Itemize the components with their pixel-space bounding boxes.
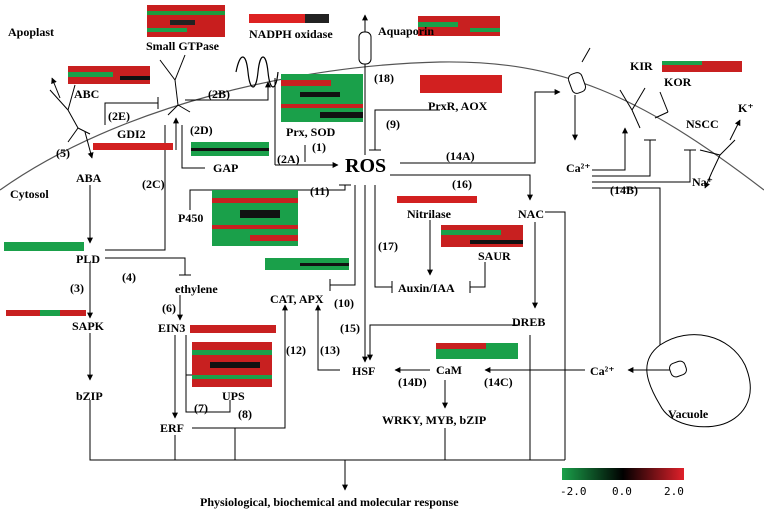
aba-label: ABA [76, 171, 102, 185]
wrky-myb-bzip-label: WRKY, MYB, bZIP [382, 413, 487, 427]
step-10: (10) [334, 296, 354, 310]
vacuole-label: Vacuole [668, 407, 709, 421]
color-scale-bar [562, 468, 684, 480]
na-ion-label: Na⁺ [692, 175, 713, 189]
pld-label: PLD [76, 252, 100, 266]
saur-label: SAUR [478, 249, 511, 263]
heatmap-saur [441, 225, 523, 247]
heatmap-cam [436, 343, 518, 359]
step-3: (3) [70, 281, 84, 295]
aquaporin-channel-icon [358, 14, 372, 155]
heatmap-nadph-oxidase [249, 14, 329, 23]
ethylene-label: ethylene [175, 282, 218, 296]
step-14d: (14D) [398, 375, 427, 389]
heatmap-gdi2 [93, 143, 173, 150]
prxr-aox-label: PrxR, AOX [428, 99, 488, 113]
step-2c: (2C) [142, 177, 165, 191]
nscc-channel-icon [699, 139, 736, 173]
heatmap-aquaporin [418, 16, 500, 36]
nac-label: NAC [518, 207, 544, 221]
heatmap-ein3 [190, 325, 276, 333]
abc-label: ABC [74, 87, 100, 101]
step-4: (4) [122, 270, 136, 284]
step-5: (5) [56, 146, 70, 160]
step-1: (1) [312, 140, 326, 154]
prx-sod-label: Prx, SOD [286, 125, 336, 139]
heatmap-cat-apx [265, 258, 349, 270]
nadph-oxidase-label: NADPH oxidase [249, 27, 333, 41]
bzip-left-label: bZIP [76, 389, 103, 403]
heatmap-prxr-aox [420, 75, 502, 93]
calcium-vacuole-label: Ca²⁺ [590, 364, 615, 378]
apoplast-label: Apoplast [8, 25, 55, 39]
step-7: (7) [194, 401, 208, 415]
ups-label: UPS [222, 389, 245, 403]
heatmap-abc [68, 66, 150, 84]
kir-label: KIR [630, 59, 653, 73]
heatmap-nitrilase [397, 196, 477, 203]
cam-label: CaM [436, 363, 462, 377]
kir-kor-channel-icon [619, 87, 669, 129]
gap-label: GAP [213, 161, 239, 175]
heatmap-small-gtpase [147, 5, 225, 37]
step-14b: (14B) [610, 183, 638, 197]
step-11: (11) [310, 184, 330, 198]
step-9: (9) [386, 117, 400, 131]
step-12: (12) [286, 343, 306, 357]
step-2e: (2E) [108, 109, 130, 123]
step-14c: (14C) [484, 375, 513, 389]
step-16: (16) [452, 177, 472, 191]
heatmap-gap [191, 142, 269, 156]
ros-label: ROS [345, 155, 387, 177]
erf-label: ERF [160, 421, 184, 435]
nadph-oxidase-coil-icon [235, 56, 279, 88]
heatmap-prx-sod [281, 74, 363, 122]
p450-label: P450 [178, 211, 204, 225]
small-gtpase-receptor-icon [159, 54, 191, 116]
step-6: (6) [162, 301, 176, 315]
heatmap-sapk [6, 310, 86, 316]
aquaporin-label: Aquaporin [378, 24, 435, 38]
heatmap-kir-kor [662, 61, 742, 72]
step-14a: (14A) [446, 149, 475, 163]
ein3-label: EIN3 [158, 321, 186, 335]
nitrilase-label: Nitrilase [407, 207, 451, 221]
step-13: (13) [320, 343, 340, 357]
gdi2-label: GDI2 [117, 127, 146, 141]
scale-min-label: -2.0 [560, 485, 587, 498]
abc-transporter-icon [49, 84, 91, 143]
step-2b: (2B) [208, 87, 230, 101]
step-2a: (2A) [277, 152, 300, 166]
step-17: (17) [378, 239, 398, 253]
hsf-label: HSF [352, 364, 376, 378]
step-2d: (2D) [190, 123, 213, 137]
plasma-membrane [0, 61, 764, 191]
vacuole-calcium-channel-icon [668, 360, 688, 378]
response-label: Physiological, biochemical and molecular… [200, 495, 459, 509]
small-gtpase-label: Small GTPase [146, 39, 220, 53]
dreb-label: DREB [512, 315, 546, 329]
k-ion-label: K⁺ [738, 101, 754, 115]
calcium-cytosol-label: Ca²⁺ [566, 161, 591, 175]
vacuole-outline [646, 334, 751, 428]
step-8: (8) [238, 407, 252, 421]
heatmap-ups [192, 342, 272, 387]
cat-apx-label: CAT, APX [270, 292, 324, 306]
calcium-channel-icon [567, 47, 591, 141]
nscc-label: NSCC [686, 117, 719, 131]
step-15: (15) [340, 321, 360, 335]
auxin-iaa-label: Auxin/IAA [398, 281, 455, 295]
step-18: (18) [374, 71, 394, 85]
sapk-label: SAPK [72, 319, 105, 333]
heatmap-pld [4, 242, 84, 251]
kor-label: KOR [664, 75, 692, 89]
cytosol-label: Cytosol [10, 187, 49, 201]
heatmap-p450 [212, 190, 298, 246]
scale-max-label: 2.0 [664, 485, 684, 498]
scale-mid-label: 0.0 [612, 485, 632, 498]
